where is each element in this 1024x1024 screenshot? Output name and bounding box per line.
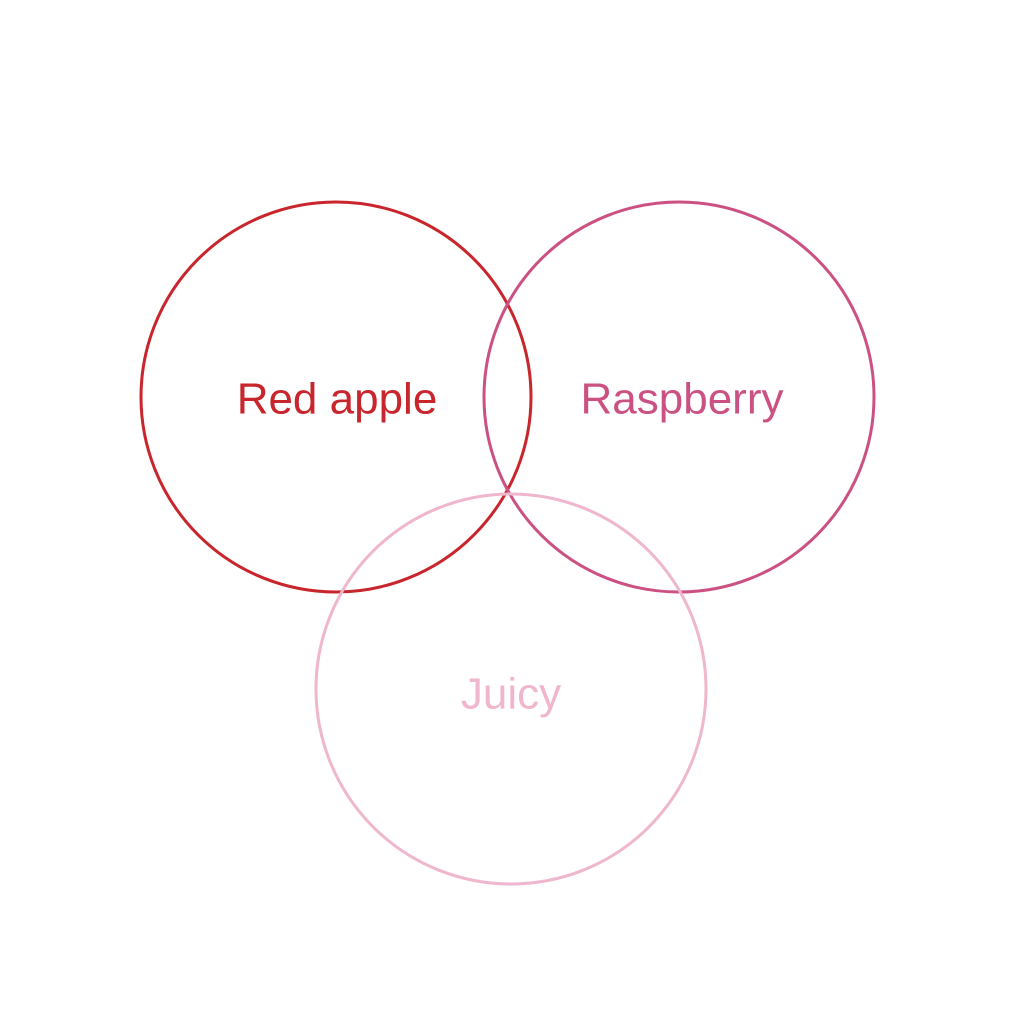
set-label-raspberry: Raspberry <box>581 375 784 424</box>
set-label-red-apple: Red apple <box>237 375 438 424</box>
set-label-juicy: Juicy <box>461 670 561 719</box>
set-circle-red-apple <box>139 200 533 594</box>
set-circle-juicy <box>314 492 708 886</box>
